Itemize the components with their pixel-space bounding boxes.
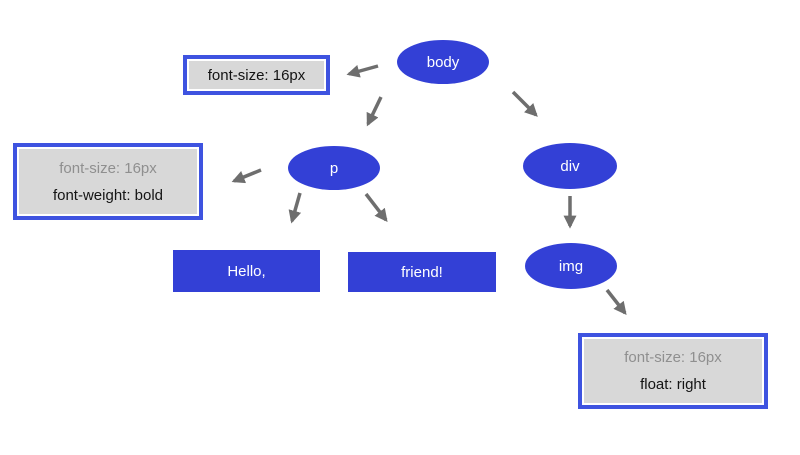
edge-body-to-p [366, 96, 383, 127]
edge-body-to-div [511, 90, 538, 117]
style-rule: font-size: 16px [207, 66, 306, 84]
edge-p-to-friend [364, 192, 388, 223]
node-p: p [288, 146, 380, 190]
text-node-friend: friend! [348, 252, 496, 292]
node-div: div [523, 143, 617, 189]
node-label: img [558, 257, 584, 275]
style-rule: font-weight: bold [52, 186, 164, 204]
node-body: body [397, 40, 489, 84]
node-img: img [525, 243, 617, 289]
text-node-hello: Hello, [173, 250, 320, 292]
edge-body-to-style-box-body [346, 64, 379, 78]
edge-p-to-style-box-p [231, 168, 262, 184]
edge-p-to-hello [288, 192, 302, 224]
style-rule-inherited: font-size: 16px [59, 159, 157, 177]
node-label: body [426, 53, 460, 71]
style-box-body: font-size: 16px [183, 55, 330, 95]
node-label: div [560, 157, 580, 175]
style-box-p: font-size: 16px font-weight: bold [13, 143, 203, 220]
node-label: p [329, 159, 339, 177]
style-box-img: font-size: 16px float: right [578, 333, 768, 409]
text-node-label: friend! [401, 263, 443, 281]
text-node-label: Hello, [227, 262, 266, 280]
edge-img-to-style-box-img [605, 288, 627, 316]
style-rule-inherited: font-size: 16px [624, 349, 722, 366]
style-rule: float: right [640, 376, 706, 393]
